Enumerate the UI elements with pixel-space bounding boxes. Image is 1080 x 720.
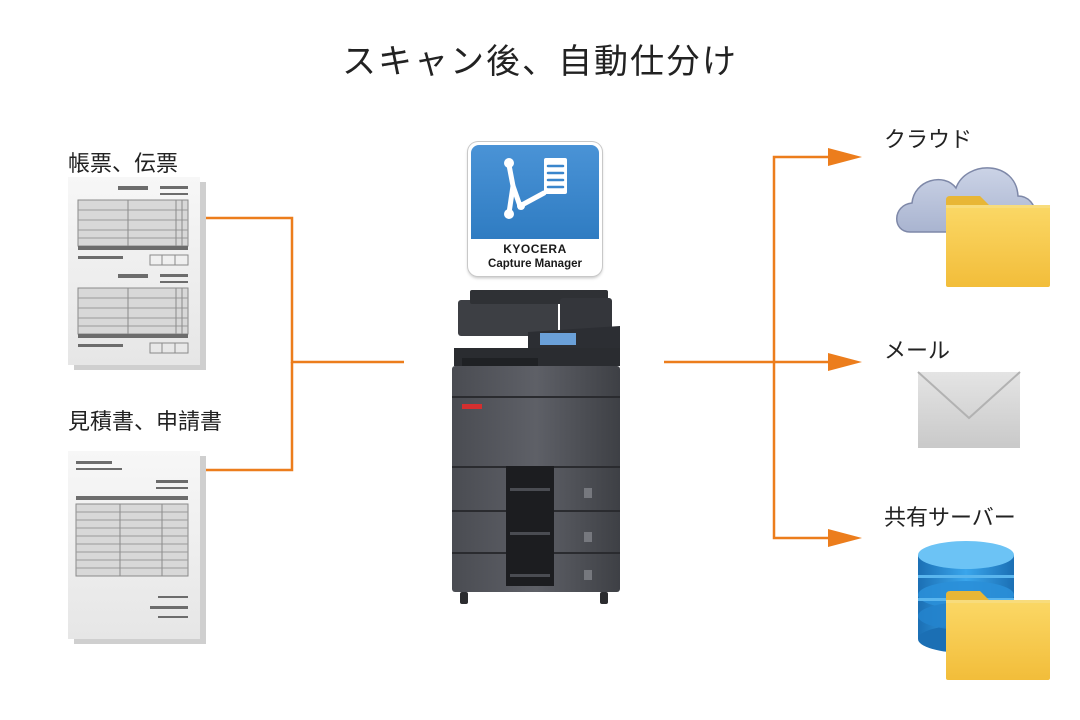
forms-connector bbox=[205, 216, 404, 364]
diagram-title: スキャン後、自動仕分け bbox=[342, 42, 738, 82]
mail-label: メール bbox=[884, 339, 951, 364]
server-folder-icon bbox=[946, 591, 1050, 680]
badge-header bbox=[471, 145, 599, 239]
arrow-to-mail bbox=[828, 353, 862, 371]
server-label: 共有サーバー bbox=[884, 506, 1016, 531]
arrow-to-server bbox=[828, 529, 862, 547]
estimates-document-icon bbox=[68, 451, 206, 644]
output-connectors bbox=[664, 155, 830, 540]
badge-brand: KYOCERA bbox=[503, 242, 567, 256]
cloud-label: クラウド bbox=[884, 128, 973, 153]
mfp-printer-icon bbox=[452, 290, 620, 604]
capture-manager-badge: KYOCERA Capture Manager bbox=[468, 142, 602, 276]
forms-document-icon bbox=[68, 177, 206, 370]
arrowheads bbox=[828, 148, 862, 547]
estimates-connector bbox=[205, 362, 294, 472]
input-connectors bbox=[205, 216, 404, 472]
arrow-to-cloud bbox=[828, 148, 862, 166]
badge-product: Capture Manager bbox=[488, 258, 582, 270]
cloud-folder-icon bbox=[946, 196, 1050, 287]
estimates-label: 見積書、申請書 bbox=[68, 410, 223, 435]
forms-label: 帳票、伝票 bbox=[68, 152, 179, 177]
envelope-icon bbox=[917, 371, 1021, 448]
